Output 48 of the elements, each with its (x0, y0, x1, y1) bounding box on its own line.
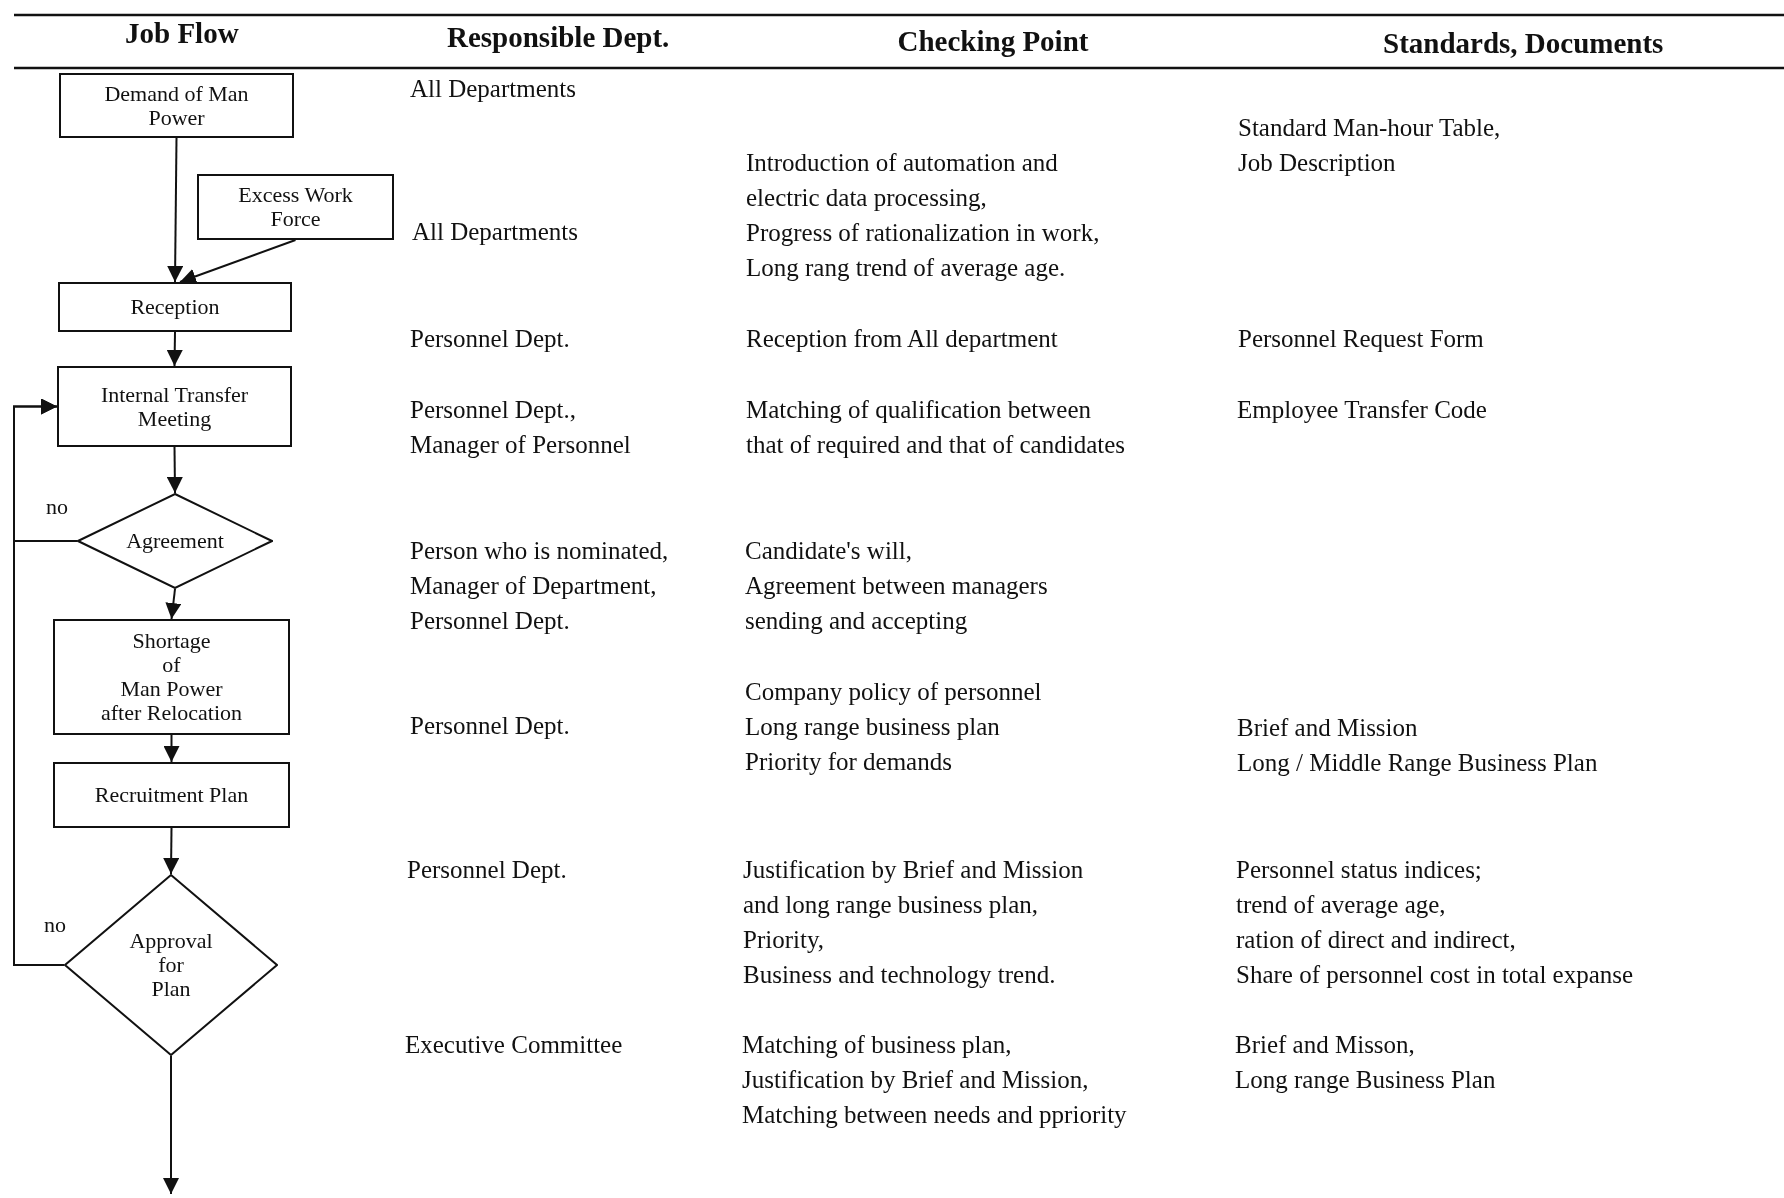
node-label: Demand of Man Power (104, 81, 249, 130)
column-header: Job Flow (125, 16, 239, 51)
process-box (53, 619, 290, 735)
table-cell-text: Executive Committee (405, 1030, 623, 1060)
table-cell-text: Personnel Request Form (1238, 324, 1484, 354)
table-cell-text: Candidate's will, Agreement between managers sending and accepting (745, 536, 1048, 636)
arrow (167, 137, 184, 283)
table-cell-text: All Departments (410, 74, 576, 104)
column-header: Checking Point (897, 24, 1089, 59)
table-cell-text: Matching of business plan, Justification by Brief and Mission, Matching between needs and ppriority (742, 1030, 1127, 1130)
table-cell-text: Standard Man-hour Table, Job Description (1238, 113, 1501, 178)
arrow (165, 588, 182, 620)
table-cell-text: Brief and Mission Long / Middle Range Business Plan (1237, 713, 1598, 778)
table-cell-text: Brief and Misson, Long range Business Plan (1235, 1030, 1496, 1095)
table-cell-text: Person who is nominated, Manager of Department, Personnel Dept. (410, 536, 669, 636)
column-header: Standards, Documents (1383, 26, 1664, 61)
node-label: Approval for Plan (129, 929, 213, 1001)
table-cell-text: Personnel Dept. (410, 711, 570, 741)
arrow (179, 239, 297, 285)
table-cell-text: Personnel Dept., Manager of Personnel (410, 395, 631, 460)
node-label: Excess Work Force (238, 183, 353, 231)
table-cell-text: Company policy of personnel Long range business plan Priority for demands (745, 677, 1042, 777)
table-cell-text: Justification by Brief and Mission and long range business plan, Priority, Business and technology trend. (743, 855, 1084, 990)
arrow (163, 827, 180, 875)
arrow (163, 734, 180, 763)
table-cell-text: Introduction of automation and electric data processing, Progress of rationalization in work, Long rang trend of average age. (746, 148, 1100, 283)
process-box (58, 282, 292, 332)
table-cell-text: Personnel Dept. (410, 324, 570, 354)
table-cell-text: Reception from All department (746, 324, 1058, 354)
node-label: Shortage of Man Power after Relocation (100, 629, 243, 725)
table-cell-text: Employee Transfer Code (1237, 395, 1487, 425)
process-box (59, 73, 294, 138)
table-cell-text: All Departments (412, 217, 578, 247)
node-label: Agreement (126, 529, 224, 553)
table-cell-text: Personnel Dept. (407, 855, 567, 885)
arrow (13, 398, 65, 966)
node-label: Internal Transfer Meeting (100, 382, 249, 431)
table-cell-text: Matching of qualification between that of required and that of candidates (746, 395, 1126, 460)
process-box (53, 762, 290, 828)
node-label: Reception (130, 295, 220, 319)
arrow (166, 331, 183, 367)
arrow (166, 446, 183, 494)
node-label: Recruitment Plan (94, 783, 249, 807)
process-box (197, 174, 394, 240)
arrow (163, 1055, 179, 1195)
process-box (57, 366, 292, 447)
table-cell-text: Personnel status indices; trend of average age, ration of direct and indirect, Share of personnel cost in total expanse (1236, 855, 1634, 990)
column-header: Responsible Dept. (447, 20, 670, 55)
